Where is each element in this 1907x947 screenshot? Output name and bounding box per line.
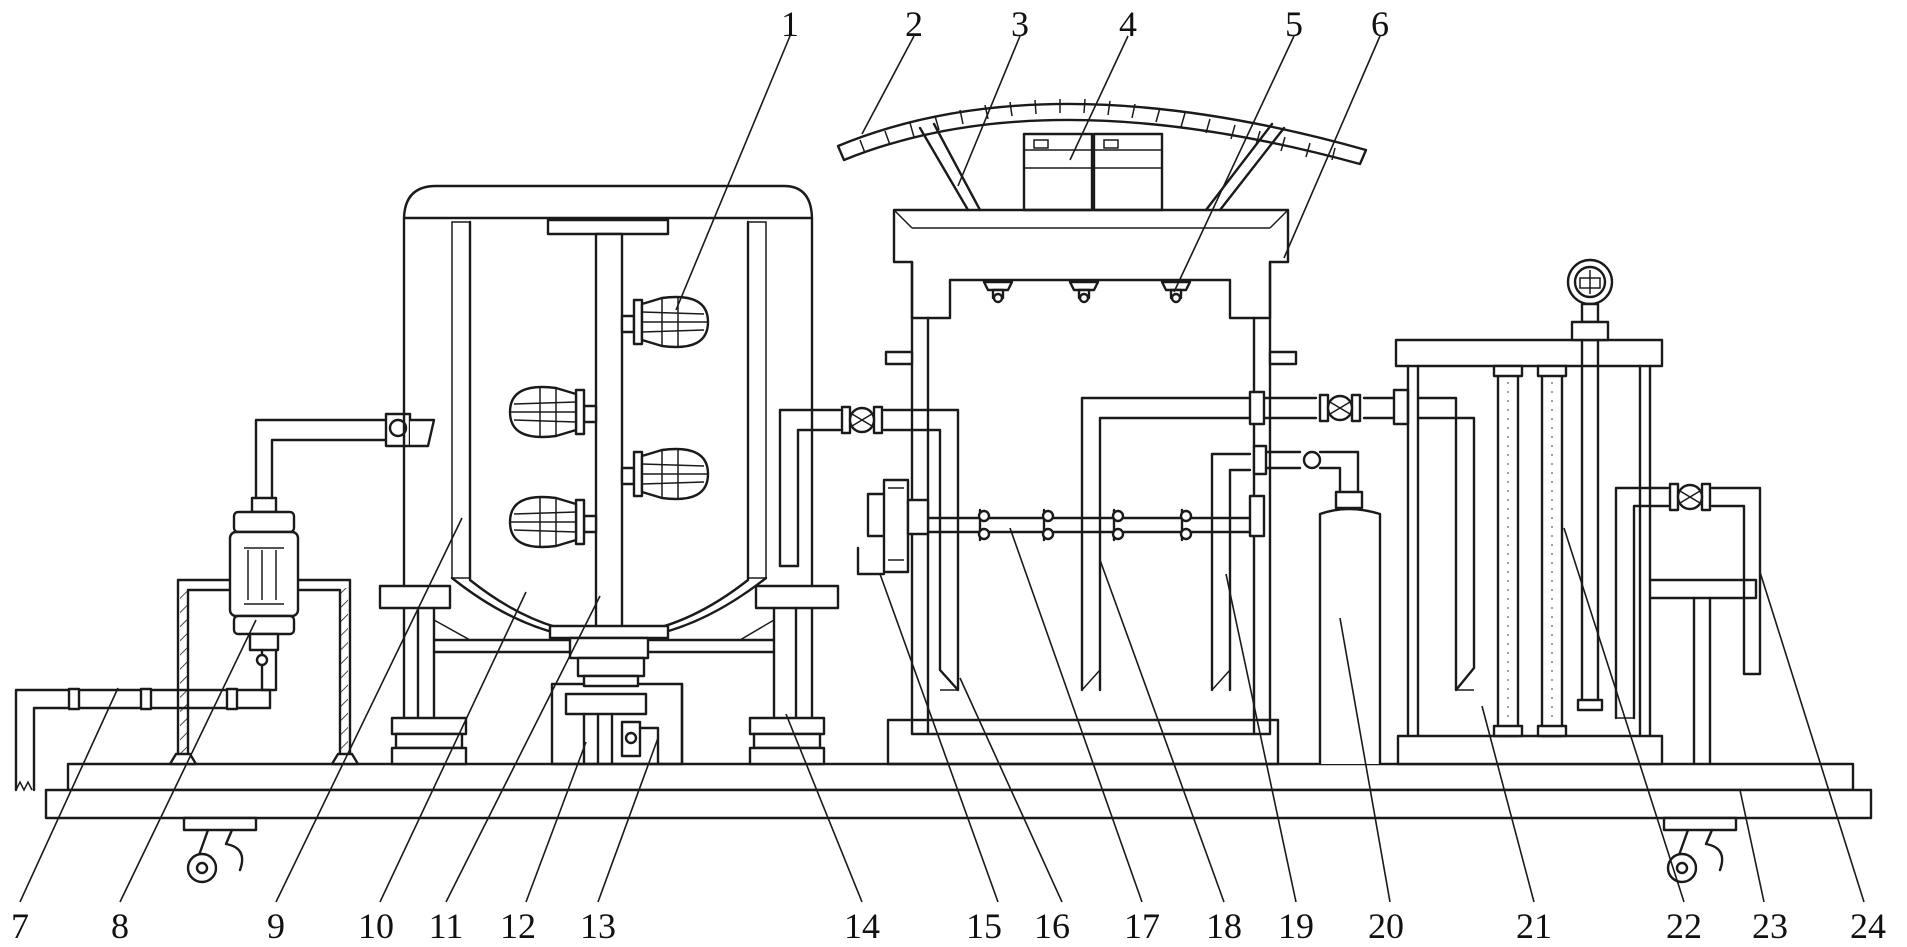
label-9: 9 xyxy=(267,906,285,946)
base-frame xyxy=(44,762,1873,820)
outlet-pipe-lower xyxy=(1252,444,1360,494)
label-23: 23 xyxy=(1752,906,1788,946)
label-10: 10 xyxy=(358,906,394,946)
filter-column xyxy=(1492,364,1568,738)
label-17: 17 xyxy=(1124,906,1160,946)
label-14: 14 xyxy=(844,906,880,946)
callout-labels: 1 2 3 4 5 6 7 8 9 10 11 12 13 14 15 16 1… xyxy=(11,4,1886,946)
label-1: 1 xyxy=(781,4,799,44)
label-5: 5 xyxy=(1285,4,1303,44)
label-22: 22 xyxy=(1666,906,1702,946)
right-side-stand xyxy=(1648,578,1758,766)
label-7: 7 xyxy=(11,906,29,946)
sedimentation-tank xyxy=(1394,338,1664,766)
panel-support xyxy=(918,122,1286,212)
pressure-gauge xyxy=(1566,258,1614,712)
impeller-right-upper xyxy=(620,294,710,350)
caster-wheel-left xyxy=(182,816,258,884)
label-8: 8 xyxy=(111,906,129,946)
transfer-pipe xyxy=(778,405,960,692)
label-12: 12 xyxy=(500,906,536,946)
label-13: 13 xyxy=(580,906,616,946)
stirring-shaft xyxy=(548,232,670,660)
label-24: 24 xyxy=(1850,906,1886,946)
label-15: 15 xyxy=(966,906,1002,946)
right-side-pipe xyxy=(1614,482,1762,720)
label-4: 4 xyxy=(1119,4,1137,44)
label-3: 3 xyxy=(1011,4,1029,44)
shaft-motor xyxy=(856,478,930,576)
battery-box xyxy=(1022,132,1164,212)
solar-panel xyxy=(836,98,1368,166)
support-foot-right xyxy=(748,716,826,766)
label-6: 6 xyxy=(1371,4,1389,44)
inner-pipe-box xyxy=(1080,396,1252,692)
drive-motor xyxy=(550,656,684,766)
pump-outlet-pipe xyxy=(254,412,436,500)
horizontal-shaft xyxy=(926,494,1266,542)
label-18: 18 xyxy=(1206,906,1242,946)
inlet-pipe xyxy=(14,687,272,792)
pump xyxy=(228,496,300,692)
label-19: 19 xyxy=(1278,906,1314,946)
label-11: 11 xyxy=(429,906,464,946)
impeller-right-lower xyxy=(620,446,710,502)
impeller-left-upper xyxy=(510,386,596,438)
label-16: 16 xyxy=(1034,906,1070,946)
label-2: 2 xyxy=(905,4,923,44)
spray-nozzles xyxy=(982,280,1192,304)
outlet-pipe-upper xyxy=(1248,388,1410,426)
filter-cylinder xyxy=(1318,490,1382,764)
support-foot-left xyxy=(390,716,468,766)
label-21: 21 xyxy=(1516,906,1552,946)
impeller-left-lower xyxy=(510,496,596,548)
leader-lines xyxy=(19,35,1865,903)
label-20: 20 xyxy=(1368,906,1404,946)
